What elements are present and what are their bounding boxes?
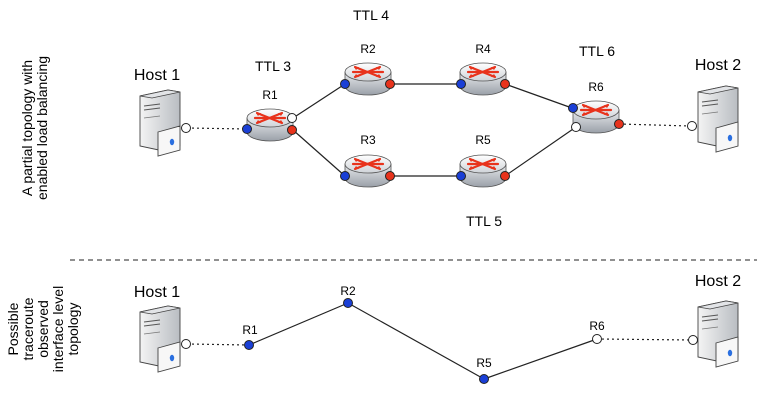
interface-dot (500, 171, 510, 181)
router-label-r2: R2 (360, 42, 376, 56)
bottom-caption-line3: observed (35, 300, 51, 358)
interface-dot (500, 79, 510, 89)
link-r1-r2 (292, 83, 346, 119)
interface-dot (385, 171, 395, 181)
router-icon-r5 (458, 153, 508, 189)
interface-dot (614, 119, 624, 129)
interface-dot (287, 125, 297, 135)
link-r5-r6 (483, 338, 598, 380)
link-r6-host2 (618, 123, 691, 127)
bottom-interfaces (181, 298, 698, 384)
node-label-r1: R1 (242, 323, 258, 337)
link-r6-host2 (596, 338, 694, 341)
link-r1-r3 (292, 129, 346, 177)
router-label-r5: R5 (475, 133, 491, 147)
router-label-r4: R4 (475, 42, 491, 56)
interface-dot (287, 113, 297, 123)
interface-dot (456, 171, 466, 181)
top-links (186, 83, 691, 177)
interface-dot (571, 122, 581, 132)
host2-label: Host 2 (695, 57, 741, 74)
host2-label: Host 2 (695, 273, 741, 290)
link-host1-r1 (186, 127, 248, 130)
link-r4-r6 (504, 83, 573, 109)
bottom-caption-line4: interface level (50, 286, 66, 372)
router-label-r3: R3 (360, 133, 376, 147)
link-r1-r2 (248, 302, 349, 346)
interface-dot (385, 79, 395, 89)
bottom-caption-line2: traceroute (20, 297, 36, 360)
server-icon (139, 89, 181, 157)
node-dot-r2 (343, 298, 353, 308)
router-icon-r2 (343, 61, 393, 97)
router-icon-r1 (245, 107, 295, 143)
interface-dot (340, 79, 350, 89)
node-label-r6: R6 (589, 319, 605, 333)
link-r2-r5 (347, 302, 485, 380)
link-r5-r6 (504, 126, 577, 177)
interface-dot (568, 103, 578, 113)
link-host1-r1 (186, 343, 250, 346)
host1-label: Host 1 (134, 284, 180, 301)
interface-dot (687, 121, 697, 131)
interface-dot (688, 335, 698, 345)
top-side-caption: A partial topology with enabled load bal… (19, 56, 50, 200)
interface-dot (242, 124, 252, 134)
top-caption-line2: enabled load balancing (34, 56, 50, 200)
node-dot-r1 (244, 340, 254, 350)
ttl4-label: TTL 4 (353, 7, 389, 23)
node-dot-r5 (479, 374, 489, 384)
ttl3-label: TTL 3 (255, 58, 291, 74)
server-icon (697, 300, 739, 368)
server-icon (697, 85, 739, 153)
interface-dot (340, 171, 350, 181)
router-label-r1: R1 (262, 88, 278, 102)
host1-label: Host 1 (134, 67, 180, 84)
server-icon (139, 305, 181, 373)
top-interfaces (181, 79, 697, 181)
bottom-links (186, 302, 694, 380)
bottom-side-caption: Possible traceroute observed interface l… (5, 286, 81, 372)
top-caption-line1: A partial topology with (19, 60, 35, 196)
node-label-r2: R2 (340, 284, 356, 298)
ttl5-label: TTL 5 (466, 213, 502, 229)
interface-dot (456, 79, 466, 89)
ttl6-label: TTL 6 (579, 43, 615, 59)
bottom-caption-line5: topology (65, 303, 81, 356)
router-icon-r4 (458, 61, 508, 97)
bottom-caption-line1: Possible (5, 302, 21, 355)
router-icon-r3 (343, 153, 393, 189)
interface-dot (181, 339, 191, 349)
router-label-r6: R6 (588, 80, 604, 94)
interface-dot (181, 123, 191, 133)
node-dot-r6 (592, 334, 602, 344)
node-label-r5: R5 (476, 356, 492, 370)
